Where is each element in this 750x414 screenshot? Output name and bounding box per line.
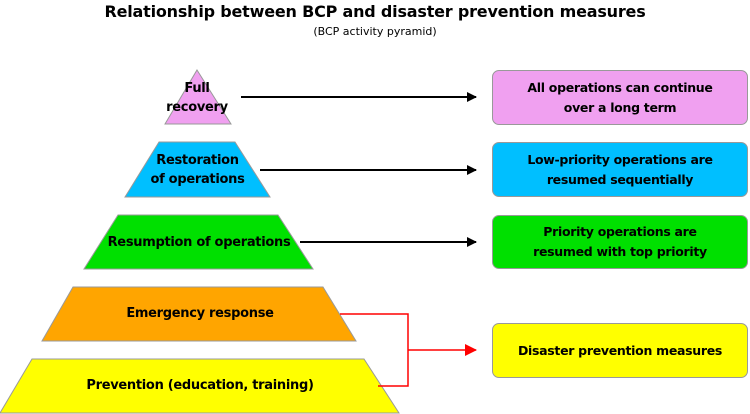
outcome-priority-line2: resumed with top priority [533,244,707,259]
pyramid-label-restoration: Restoration of operations [127,150,268,190]
pyramid-label-resumption-line1: Resumption of operations [107,234,291,250]
pyramid-level-resumption [83,214,314,270]
outcome-box-priority: Priority operations are resumed with top… [492,215,748,269]
outcome-box-disaster-prevention: Disaster prevention measures [492,323,748,378]
outcome-box-low-priority: Low-priority operations are resumed sequ… [492,142,748,197]
outcome-box-long-term: All operations can continue over a long … [492,70,748,125]
pyramid-level-emergency [41,286,357,342]
pyramid-label-full-recovery-line1: Full [184,81,210,96]
pyramid-label-full-recovery-line2: recovery [166,100,228,115]
outcome-priority-line1: Priority operations are [543,224,697,239]
pyramid-level-prevention [0,358,400,414]
pyramid-label-emergency: Emergency response [60,303,340,323]
pyramid-label-restoration-line2: of operations [150,172,245,187]
outcome-long-term-line2: over a long term [563,99,677,115]
pyramid-label-resumption: Resumption of operations [94,232,304,252]
outcome-low-priority-line1: Low-priority operations are [527,151,713,167]
diagram-title: Relationship between BCP and disaster pr… [104,2,646,21]
diagram-subtitle: (BCP activity pyramid) [313,25,437,38]
outcome-low-priority-line2: resumed sequentially [546,171,694,187]
outcome-long-term-line1: All operations can continue [527,79,713,95]
outcome-disaster-prevention-line1: Disaster prevention measures [517,342,723,358]
pyramid-level-full-recovery [164,69,232,125]
pyramid-label-prevention-line1: Prevention (education, training) [86,377,314,393]
pyramid-label-full-recovery: Full recovery [147,78,247,118]
pyramid-label-prevention: Prevention (education, training) [20,375,380,395]
pyramid-level-restoration [124,141,271,198]
pyramid-label-restoration-line1: Restoration [156,153,239,168]
pyramid-label-emergency-line1: Emergency response [126,305,274,321]
